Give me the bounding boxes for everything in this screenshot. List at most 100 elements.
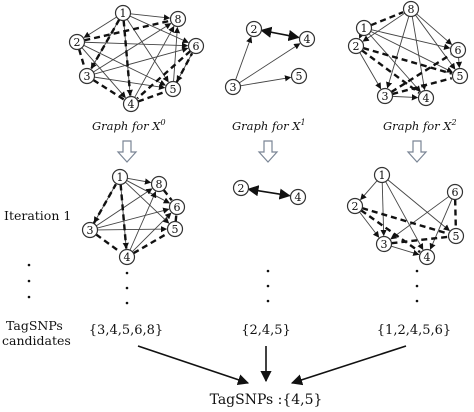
svg-text:5: 5 (457, 70, 464, 83)
svg-text:4: 4 (128, 98, 135, 111)
edge-top0-2-6 (84, 41, 189, 49)
result-tagsnps: TagSNPs :{4,5} (210, 392, 323, 408)
edge-top0-3-8 (93, 23, 172, 73)
iteration-label: Iteration 1 (4, 208, 71, 223)
svg-text:6: 6 (455, 44, 462, 57)
edge-mid2-6-3 (390, 196, 450, 240)
node-mid0-8: 8 (150, 175, 168, 193)
node-mid2-5: 5 (447, 227, 465, 245)
arrow-x2-to-result (290, 345, 407, 386)
node-top1-3: 3 (224, 78, 242, 96)
edge-top2-8-6 (416, 13, 453, 45)
dashed-edge-mid0-3-1 (92, 183, 117, 225)
iteration1-x1-edges (247, 185, 291, 200)
candidates-x1: {2,4,5} (241, 323, 291, 338)
bidirectional-edge-mid1-2-4 (247, 185, 291, 200)
node-top2-5: 5 (451, 67, 469, 85)
iteration1-x0-edges (92, 177, 178, 255)
svg-text:5: 5 (172, 223, 179, 236)
dashed-edge-top0-4-5 (137, 90, 166, 103)
svg-text:2: 2 (238, 182, 245, 195)
down-arrow-x2 (406, 140, 428, 163)
edge-mid0-4-6 (131, 212, 172, 253)
dashed-edge-top2-3-5 (391, 77, 453, 96)
svg-text:3: 3 (382, 90, 389, 103)
svg-text:5: 5 (170, 83, 177, 96)
edge-top0-1-6 (129, 15, 189, 44)
svg-text:4: 4 (423, 92, 430, 105)
svg-text:4: 4 (424, 251, 431, 264)
svg-text:5: 5 (453, 230, 460, 243)
down-arrow-x0 (116, 140, 138, 163)
edge-top1-3-5 (240, 75, 292, 87)
node-top2-4: 4 (417, 89, 435, 107)
node-top0-5: 5 (164, 80, 182, 98)
edge-top0-1-2 (83, 16, 117, 38)
svg-text:3: 3 (87, 224, 94, 237)
node-mid2-3: 3 (375, 235, 393, 253)
dashed-edge-mid2-3-5 (391, 235, 448, 245)
caption-graph-x2: Graph for X2 (383, 118, 457, 133)
node-top1-4: 4 (298, 30, 316, 48)
edge-top1-3-4 (239, 43, 301, 84)
node-top0-8: 8 (169, 10, 187, 28)
node-top2-2: 2 (347, 37, 365, 55)
dashed-edge-mid2-2-5 (361, 206, 449, 235)
edge-mid0-1-8 (127, 177, 152, 185)
svg-text:2: 2 (251, 23, 258, 36)
svg-text:6: 6 (193, 40, 200, 53)
ellipsis-dots (27, 263, 419, 305)
dashed-edge-mid2-6-5 (453, 199, 458, 228)
edge-top0-6-5 (176, 52, 193, 83)
edge-top1-3-2 (235, 36, 253, 81)
node-top1-2: 2 (245, 20, 263, 38)
node-mid0-4: 4 (118, 248, 136, 266)
svg-text:6: 6 (452, 186, 459, 199)
bidirectional-edge-top1-2-4 (260, 26, 300, 42)
svg-text:1: 1 (379, 169, 386, 182)
node-mid2-2: 2 (346, 197, 364, 215)
svg-text:2: 2 (74, 36, 81, 49)
node-top2-6: 6 (449, 41, 467, 59)
node-mid2-6: 6 (446, 183, 464, 201)
svg-text:3: 3 (381, 238, 388, 251)
svg-text:4: 4 (124, 251, 131, 264)
caption-graph-x0: Graph for X0 (92, 118, 166, 133)
dashed-edge-mid0-3-4 (95, 233, 121, 253)
candidates-x0: {3,4,5,6,8} (89, 323, 163, 338)
dashed-edge-mid0-4-5 (132, 232, 169, 255)
node-mid2-4: 4 (418, 248, 436, 266)
edge-mid2-1-2 (360, 180, 378, 201)
edge-top2-1-2 (358, 31, 365, 39)
edge-mid0-3-8 (95, 188, 153, 227)
iteration1-x2-edges (359, 179, 458, 256)
node-top1-5: 5 (290, 67, 308, 85)
edge-top2-1-4 (368, 33, 421, 93)
node-mid0-6: 6 (168, 198, 186, 216)
edge-top0-5-8 (173, 26, 181, 82)
node-top2-3: 3 (376, 87, 394, 105)
node-top0-1: 1 (114, 4, 132, 22)
node-top0-6: 6 (187, 37, 205, 55)
dashed-edge-top0-2-8 (84, 19, 170, 42)
node-mid1-2: 2 (232, 179, 250, 197)
edge-top0-1-8 (130, 13, 171, 21)
svg-text:1: 1 (117, 171, 124, 184)
dashed-edge-top0-3-4 (92, 79, 125, 101)
dashed-edge-top0-1-4 (122, 20, 132, 96)
edge-mid0-1-5 (125, 181, 170, 224)
dashed-edge-top2-3-6 (390, 53, 452, 94)
dashed-edge-top2-1-8 (370, 11, 404, 27)
dashed-edge-mid2-2-4 (360, 209, 421, 254)
svg-text:8: 8 (408, 3, 415, 16)
edge-top2-6-5 (455, 57, 463, 69)
edge-top2-1-5 (370, 30, 453, 73)
edge-mid0-4-8 (129, 191, 157, 251)
dashed-edge-mid0-8-6 (162, 189, 173, 202)
dashed-edge-top0-2-3 (77, 48, 86, 69)
node-mid0-1: 1 (111, 168, 129, 186)
edge-top0-4-8 (134, 25, 175, 98)
node-top2-1: 1 (355, 19, 373, 37)
svg-text:8: 8 (175, 13, 182, 26)
